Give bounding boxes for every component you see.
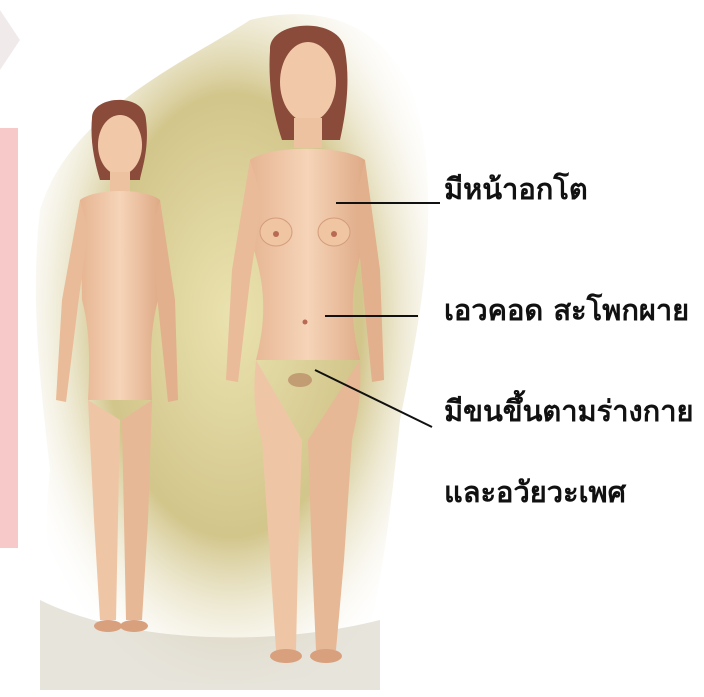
- label-chest: มีหน้าอกโต: [444, 175, 588, 204]
- label-waist-hips: เอวคอด สะโพกผาย: [444, 296, 689, 325]
- pink-panel: [0, 128, 18, 548]
- label-genitals: และอวัยวะเพศ: [444, 478, 626, 507]
- label-body-hair: มีขนขึ้นตามร่างกาย: [444, 397, 694, 426]
